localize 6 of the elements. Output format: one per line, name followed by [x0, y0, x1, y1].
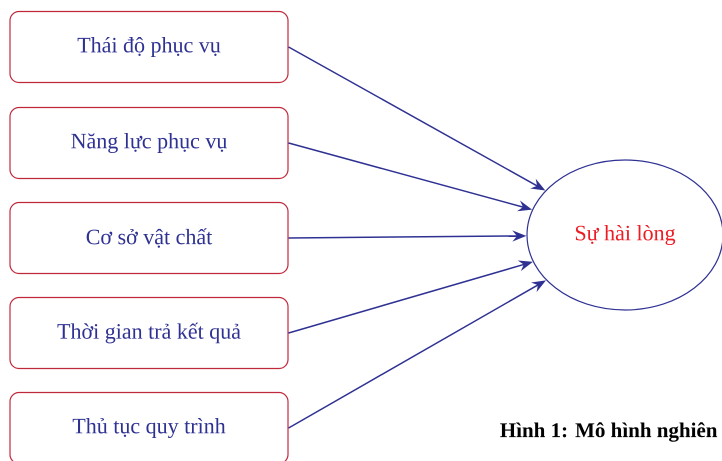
factor-box: Cơ sở vật chất	[9, 202, 289, 274]
factor-box: Thủ tục quy trình	[9, 392, 289, 461]
caption: Hình 1: Mô hình nghiên	[500, 422, 718, 442]
factor-box: Thái độ phục vụ	[9, 10, 289, 84]
factor-box: Năng lực phục vụ	[9, 106, 289, 180]
factor-box: Thời gian trả kết quả	[9, 296, 289, 370]
